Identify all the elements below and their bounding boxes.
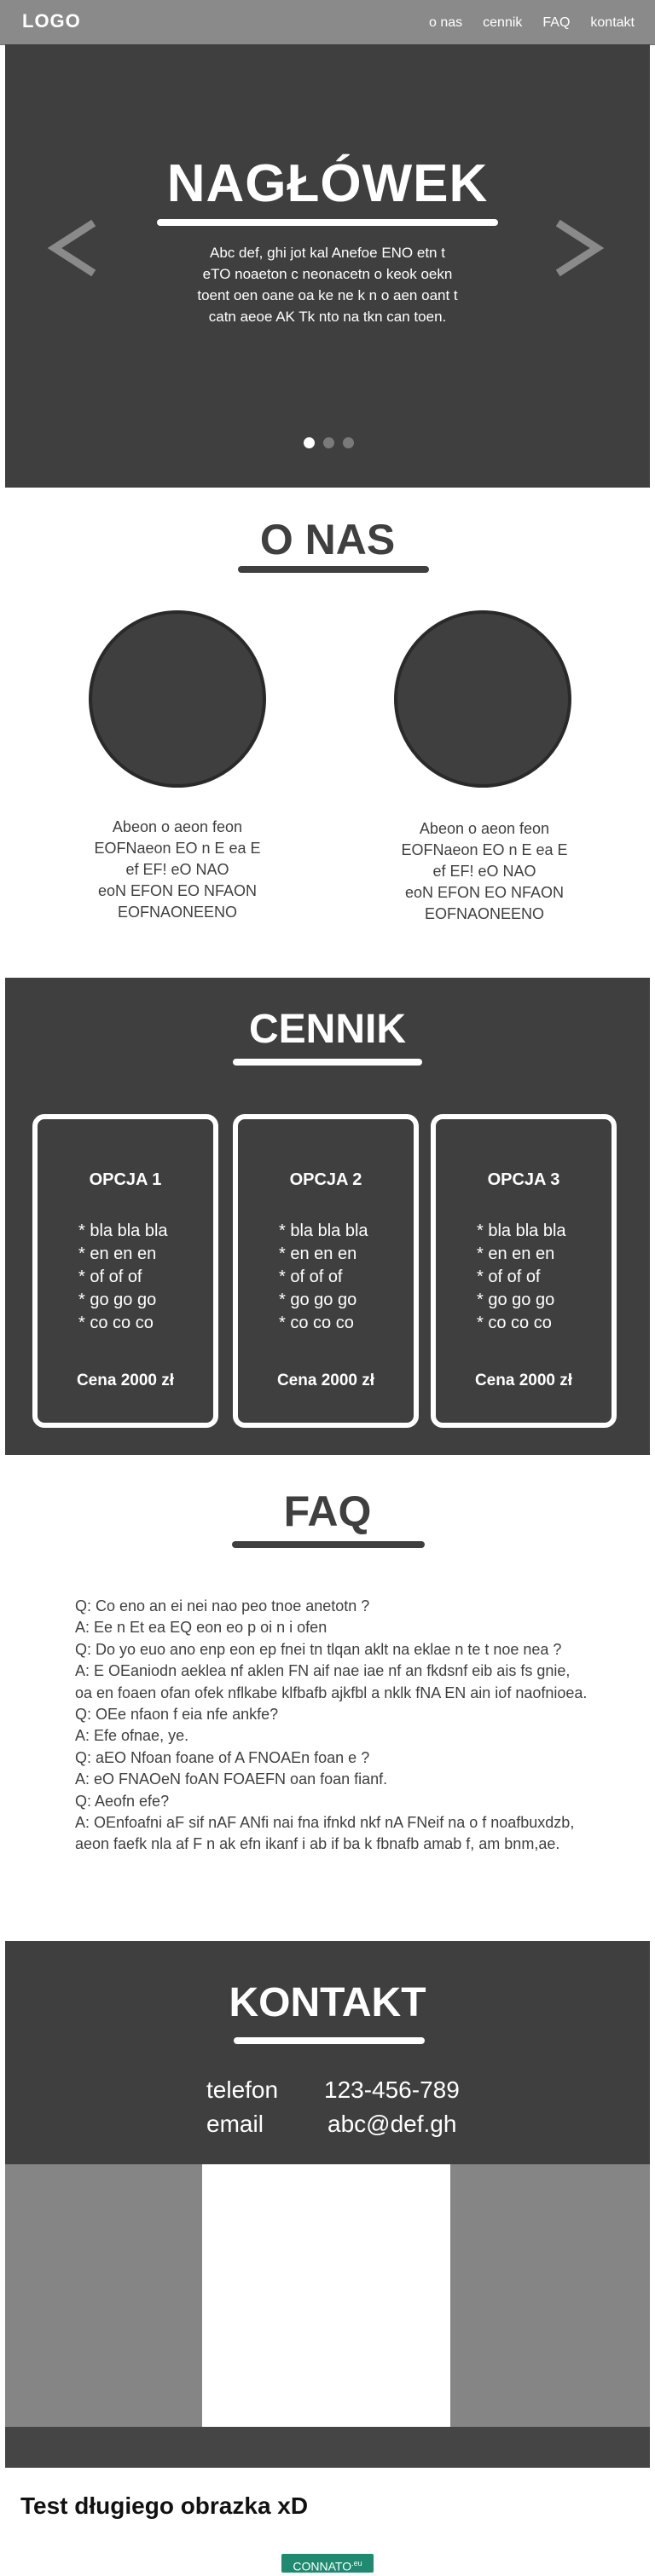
- about-text-2: Abeon o aeon feon EOFNaeon EO n E ea E e…: [374, 818, 595, 925]
- hero-text-line: toent oen oane oa ke ne k n o aen oant t: [197, 287, 458, 303]
- hero-slider: NAGŁÓWEK Abc def, ghi jot kal Anefoe ENO…: [5, 44, 650, 488]
- image-placeholder-bottom-strip: [5, 2427, 650, 2468]
- pricing-card-3[interactable]: OPCJA 3 * bla bla bla * en en en * of of…: [431, 1114, 617, 1428]
- about-text-line: eoN EFON EO NFAON: [97, 882, 258, 899]
- pricing-feature: * en en en: [477, 1245, 555, 1263]
- faq-line: A: eO FNAOeN foAN FOAEFN oan foan fianf.: [75, 1770, 388, 1788]
- about-text-line: Abeon o aeon feon: [112, 818, 243, 835]
- pricing-card-name: OPCJA 3: [487, 1170, 560, 1189]
- chevron-right-icon[interactable]: [554, 218, 606, 278]
- contact-phone-value[interactable]: 123-456-789: [324, 2076, 460, 2103]
- faq-title: FAQ: [283, 1487, 372, 1535]
- pricing-card-2[interactable]: OPCJA 2 * bla bla bla * en en en * of of…: [233, 1114, 419, 1428]
- faq-title-underline: [232, 1541, 425, 1548]
- chevron-left-icon[interactable]: [46, 218, 97, 278]
- hero-text-line: Abc def, ghi jot kal Anefoe ENO etn t: [210, 245, 445, 261]
- pricing-feature: * go go go: [477, 1291, 555, 1309]
- faq-line: Q: aEO Nfoan foane of A FNOAEn foan e ?: [75, 1748, 370, 1766]
- nav-link-kontakt[interactable]: kontakt: [590, 15, 635, 30]
- hero-title: NAGŁÓWEK: [166, 154, 489, 213]
- nav-links: o nas cennik FAQ kontakt: [429, 15, 635, 31]
- pricing-feature: * of of of: [279, 1268, 343, 1286]
- contact-email-value[interactable]: abc@def.gh: [328, 2111, 457, 2137]
- faq-line: Q: Co eno an ei nei nao peo tnoe anetotn…: [75, 1597, 370, 1614]
- pricing-card-features: * bla bla bla * en en en * of of of * go…: [279, 1220, 368, 1335]
- pricing-feature: * go go go: [78, 1291, 157, 1309]
- faq-line: oa en foaen ofan ofek nflkabe klfbafb aj…: [75, 1684, 588, 1701]
- faq-line: Q: OEe nfaon f eia nfe ankfe?: [75, 1706, 279, 1724]
- about-text-line: EOFNaeon EO n E ea E: [94, 840, 261, 857]
- pricing-card-1[interactable]: OPCJA 1 * bla bla bla * en en en * of of…: [32, 1114, 218, 1428]
- about-text-line: EOFNAONEENO: [424, 905, 545, 922]
- pricing-card-price: Cena 2000 zł: [76, 1372, 175, 1389]
- about-text-1: Abeon o aeon feon EOFNaeon EO n E ea E e…: [67, 817, 288, 923]
- about-text-line: ef EF! eO NAO: [125, 861, 229, 878]
- pricing-feature: * co co co: [279, 1314, 354, 1332]
- about-text-line: ef EF! eO NAO: [432, 863, 536, 880]
- pricing-feature: * of of of: [78, 1268, 142, 1286]
- contact-title-underline: [234, 2037, 425, 2044]
- pricing-feature: * of of of: [477, 1268, 541, 1286]
- top-nav-bar: LOGO o nas cennik FAQ kontakt: [0, 0, 655, 45]
- image-placeholder: [202, 2164, 450, 2427]
- pricing-card-price: Cena 2000 zł: [276, 1372, 375, 1389]
- faq-line: Q: Aeofn efe?: [75, 1792, 170, 1810]
- hero-text: Abc def, ghi jot kal Anefoe ENO etn t eT…: [183, 242, 472, 327]
- about-image-2: [394, 610, 571, 788]
- nav-link-o-nas[interactable]: o nas: [429, 15, 463, 30]
- badge-text: CONNATO: [293, 2559, 352, 2573]
- contact-email-label: email: [206, 2111, 264, 2137]
- slider-dot-1[interactable]: [304, 437, 315, 448]
- faq-line: Q: Do yo euo ano enp eon ep fnei tn tlqa…: [75, 1640, 562, 1658]
- slider-dots: [304, 437, 354, 448]
- contact-section: [5, 1941, 650, 2164]
- pricing-feature: * en en en: [78, 1245, 157, 1263]
- faq-line: A: Efe ofnae, ye.: [75, 1727, 189, 1745]
- connato-badge[interactable]: CONNATO.eu: [281, 2554, 374, 2573]
- about-text-line: EOFNaeon EO n E ea E: [401, 841, 568, 858]
- faq-list: Q: Co eno an ei nei nao peo tnoe anetotn…: [75, 1596, 621, 1856]
- logo[interactable]: LOGO: [22, 10, 81, 32]
- pricing-feature: * go go go: [279, 1291, 357, 1309]
- image-caption: Test długiego obrazka xD: [20, 2492, 309, 2519]
- contact-phone-label: telefon: [206, 2076, 279, 2103]
- pricing-feature: * co co co: [78, 1314, 154, 1332]
- pricing-feature: * bla bla bla: [78, 1222, 168, 1240]
- pricing-card-name: OPCJA 1: [89, 1170, 162, 1189]
- pricing-card-price: Cena 2000 zł: [474, 1372, 573, 1389]
- pricing-card-features: * bla bla bla * en en en * of of of * go…: [78, 1220, 168, 1335]
- pricing-feature: * bla bla bla: [477, 1222, 566, 1240]
- faq-line: A: Ee n Et ea EQ eon eo p oi n i ofen: [75, 1619, 328, 1637]
- slider-dot-2[interactable]: [323, 437, 334, 448]
- hero-text-line: eTO noaeton c neonacetn o keok oekn: [202, 266, 453, 282]
- pricing-card-features: * bla bla bla * en en en * of of of * go…: [477, 1220, 566, 1335]
- faq-line: aeon faefk nla af F n ak efn ikanf i ab …: [75, 1835, 560, 1853]
- badge-suffix: .eu: [351, 2559, 362, 2567]
- nav-link-cennik[interactable]: cennik: [483, 15, 523, 30]
- pricing-feature: * co co co: [477, 1314, 552, 1332]
- hero-title-underline: [157, 219, 498, 226]
- pricing-feature: * bla bla bla: [279, 1222, 368, 1240]
- pricing-title-underline: [233, 1059, 422, 1066]
- about-text-line: EOFNAONEENO: [117, 904, 238, 921]
- slider-dot-3[interactable]: [343, 437, 354, 448]
- contact-title: KONTAKT: [229, 1980, 426, 2025]
- nav-link-faq[interactable]: FAQ: [542, 15, 571, 30]
- pricing-feature: * en en en: [279, 1245, 357, 1263]
- about-image-1: [89, 610, 266, 788]
- pricing-card-name: OPCJA 2: [289, 1170, 362, 1189]
- about-title-underline: [238, 566, 429, 573]
- about-text-line: eoN EFON EO NFAON: [404, 884, 565, 901]
- faq-line: A: E OEaniodn aeklea nf aklen FN aif nae…: [75, 1662, 571, 1680]
- hero-text-line: catn aeoe AK Tk nto na tkn can toen.: [208, 309, 447, 325]
- about-text-line: Abeon o aeon feon: [419, 820, 550, 837]
- about-title: O NAS: [259, 516, 396, 563]
- faq-line: A: OEnfoafni aF sif nAF ANfi nai fna ifn…: [75, 1814, 575, 1832]
- pricing-title: CENNIK: [248, 1007, 406, 1052]
